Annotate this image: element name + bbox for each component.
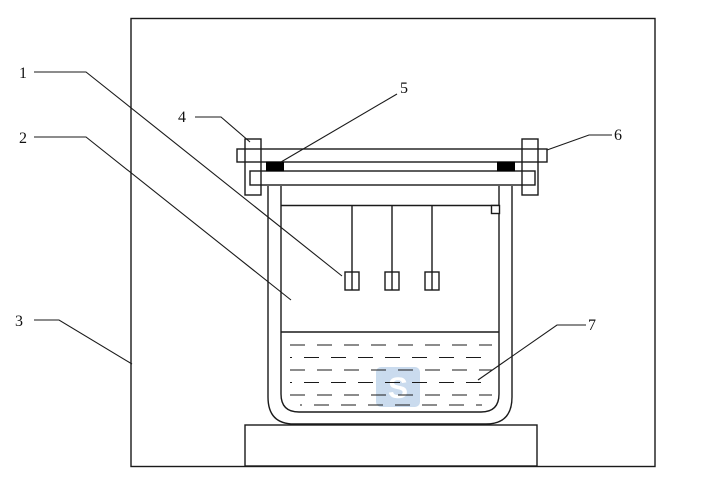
gasket-seal-right [497,161,515,172]
ref-numeral-6: 6 [614,127,622,144]
leader-line-5 [280,93,398,163]
ref-numeral-5: 5 [400,80,408,97]
ref-numeral-2: 2 [19,130,27,147]
watermark-letter: S [388,372,408,405]
vessel-outer-wall [267,186,513,425]
watermark-logo: S [376,367,420,407]
leader-line-7 [477,324,586,381]
sample-assembly-3 [424,205,440,291]
gasket-seal-left [266,161,284,172]
bolt-right [521,138,539,196]
ref-numeral-3: 3 [15,313,23,330]
ref-numeral-7: 7 [588,317,596,334]
sample-assembly-1 [344,205,360,291]
bolt-left [244,138,262,196]
lid-plate [236,148,548,163]
flange-ring [249,170,536,186]
ref-numeral-4: 4 [178,109,186,126]
liquid-dashes [290,344,492,406]
leader-line-3 [34,319,133,365]
base-pedestal [244,424,538,467]
leader-line-1 [34,71,343,277]
vessel-inner-wall [280,186,500,413]
ref-numeral-1: 1 [19,65,27,82]
leader-line-4 [195,116,251,143]
sample-assembly-2 [384,205,400,291]
watermark-chip [376,367,420,407]
leader-line-2 [34,136,292,301]
leader-line-6 [546,134,612,151]
hanger-plate-clip [490,204,501,215]
